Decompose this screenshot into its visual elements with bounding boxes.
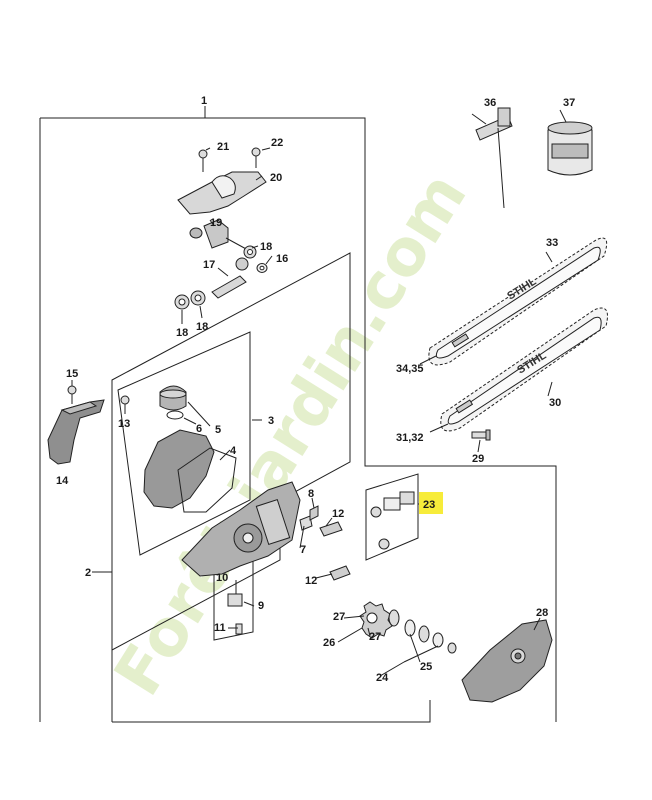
callout-19: 19 bbox=[210, 217, 222, 229]
callout-23: 23 bbox=[423, 499, 435, 511]
callout-28: 28 bbox=[536, 607, 548, 619]
shaft-17 bbox=[211, 257, 249, 299]
screw-15 bbox=[67, 385, 77, 404]
screw-29 bbox=[471, 429, 491, 441]
washer-25-b bbox=[404, 619, 416, 637]
bolt-10 bbox=[227, 593, 243, 607]
guide-bar-33-chain: STIHL bbox=[428, 237, 608, 366]
callout-14: 14 bbox=[56, 475, 69, 487]
callout-1: 1 bbox=[201, 95, 207, 107]
callout-37: 37 bbox=[563, 97, 575, 109]
screw-13 bbox=[120, 395, 130, 405]
callout-27b: 27 bbox=[369, 631, 381, 643]
callout-20: 20 bbox=[270, 172, 282, 184]
sprocket-cover-28 bbox=[461, 619, 553, 703]
callout-17: 17 bbox=[203, 259, 215, 271]
callout-15: 15 bbox=[66, 368, 78, 380]
callout-24: 24 bbox=[376, 672, 389, 684]
nut-26 bbox=[447, 642, 457, 654]
pin-11 bbox=[235, 623, 243, 635]
callout-6: 6 bbox=[196, 423, 202, 435]
washer-25-c bbox=[418, 625, 430, 643]
tensioner-kit-23 bbox=[370, 491, 415, 550]
callout-33: 33 bbox=[546, 237, 558, 249]
callout-29: 29 bbox=[472, 453, 484, 465]
callout-31-32: 31,32 bbox=[396, 432, 424, 444]
callout-4: 4 bbox=[230, 445, 237, 457]
bearing-18-top bbox=[243, 245, 257, 259]
seal-6 bbox=[166, 410, 184, 420]
highlight-23 bbox=[419, 492, 443, 514]
callout-7: 7 bbox=[300, 544, 306, 556]
callout-13: 13 bbox=[118, 418, 130, 430]
callout-2: 2 bbox=[85, 567, 91, 579]
callout-10: 10 bbox=[216, 572, 228, 584]
callout-12a: 12 bbox=[332, 508, 344, 520]
combination-wrench-36 bbox=[475, 107, 513, 209]
callout-22: 22 bbox=[271, 137, 283, 149]
cover-parts bbox=[47, 385, 105, 465]
cover-12-a bbox=[319, 521, 343, 537]
gearbox-housing bbox=[181, 481, 351, 581]
leader-lines bbox=[71, 109, 567, 677]
callout-26: 26 bbox=[323, 637, 335, 649]
callout-8: 8 bbox=[308, 488, 314, 500]
sprocket-parts bbox=[359, 601, 457, 654]
callout-25: 25 bbox=[420, 661, 432, 673]
bevel-gear-19 bbox=[189, 219, 249, 251]
guide-bar-30-chain: STIHL bbox=[440, 307, 608, 432]
callout-12b: 12 bbox=[305, 575, 317, 587]
callout-3: 3 bbox=[268, 415, 274, 427]
callout-11: 11 bbox=[214, 622, 226, 634]
screw-22 bbox=[251, 147, 261, 168]
callout-36: 36 bbox=[484, 97, 496, 109]
callout-21: 21 bbox=[217, 141, 229, 153]
bushing-8 bbox=[309, 505, 319, 521]
callout-18a: 18 bbox=[260, 241, 272, 253]
gasket-4 bbox=[177, 447, 237, 513]
callout-30: 30 bbox=[549, 397, 561, 409]
oil-cap-5 bbox=[159, 385, 187, 411]
cover-12-b bbox=[329, 565, 351, 581]
callout-18b: 18 bbox=[176, 327, 188, 339]
gear-housing-parts bbox=[174, 147, 268, 310]
oil-jar-37 bbox=[547, 121, 593, 176]
small-parts bbox=[227, 593, 243, 635]
callout-5: 5 bbox=[215, 424, 221, 436]
tensioner-7 bbox=[299, 515, 313, 531]
callout-16: 16 bbox=[276, 253, 288, 265]
oil-tank-group bbox=[120, 385, 237, 513]
callout-27a: 27 bbox=[333, 611, 345, 623]
washer-16 bbox=[256, 263, 268, 273]
callout-labels: 1 21 22 20 19 18 17 16 18 18 15 13 14 6 … bbox=[56, 95, 575, 684]
nut-24 bbox=[432, 632, 444, 648]
screw-21 bbox=[198, 149, 208, 172]
washer-25-a bbox=[388, 609, 400, 627]
callout-34-35: 34,35 bbox=[396, 363, 424, 375]
bearings-18-bottom bbox=[174, 290, 206, 310]
callout-18c: 18 bbox=[196, 321, 208, 333]
callout-9: 9 bbox=[258, 600, 264, 612]
